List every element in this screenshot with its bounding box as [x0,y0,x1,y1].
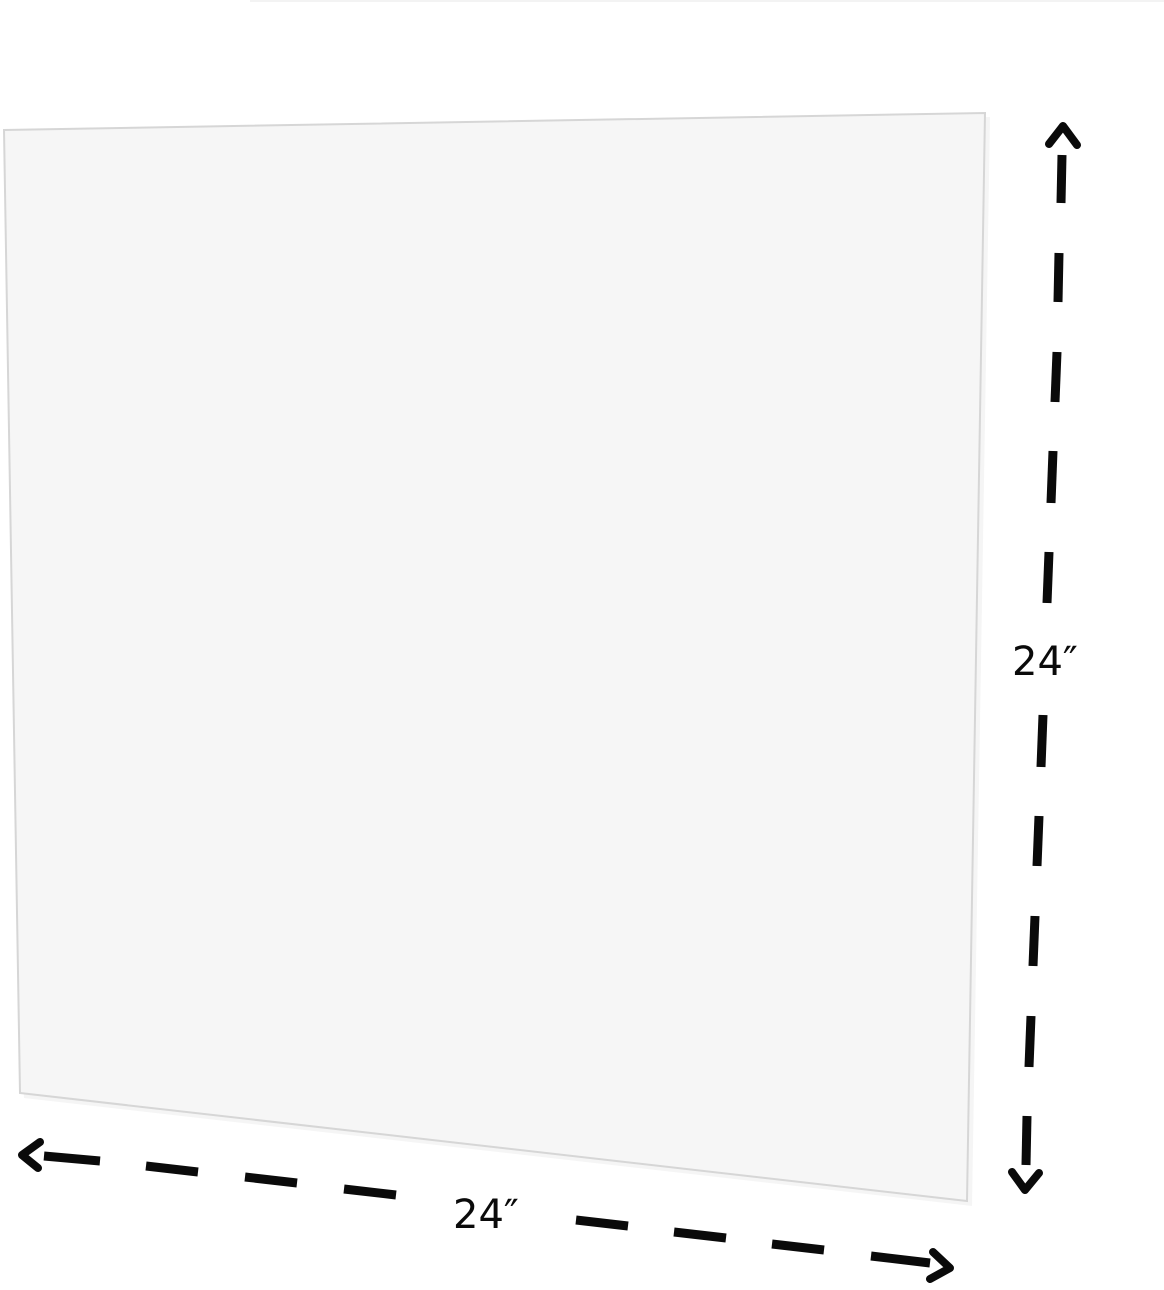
arrow-left-icon [18,1138,44,1172]
width-dashed-line [43,1151,931,1268]
height-dashed-line [1021,154,1067,1166]
height-label: 24″ [1012,639,1078,685]
width-label: 24″ [453,1192,519,1238]
arrow-down-icon [1008,1168,1043,1194]
square-panel [2,111,987,1203]
arrow-right-icon [926,1248,954,1283]
arrow-up-icon [1045,122,1081,149]
